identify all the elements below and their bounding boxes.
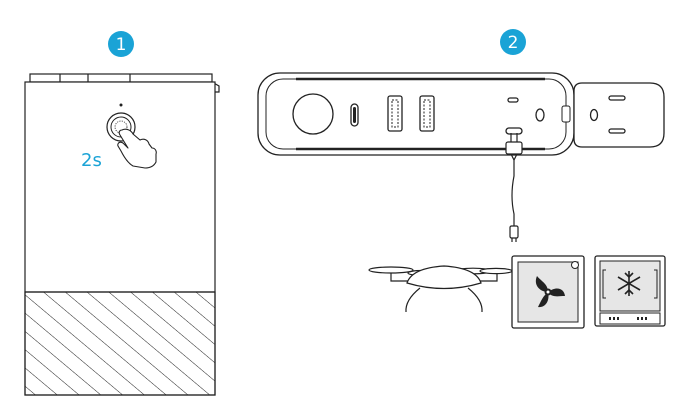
dc-input-port: [535, 108, 545, 122]
snowflake-icon: [617, 271, 641, 296]
indicator-slot: [507, 97, 519, 103]
step-2-number: 2: [508, 33, 519, 53]
power-station-top: [257, 72, 575, 156]
ac-outlet-slot-1: [608, 95, 626, 101]
top-power-button: [292, 93, 334, 135]
step-2-badge: 2: [500, 29, 526, 55]
ac-outlet-slot-2: [608, 128, 626, 134]
hatched-base: [24, 291, 216, 396]
usb-a-port-2: [419, 95, 435, 132]
ac-plug-icon: [505, 133, 523, 242]
drone-icon: [368, 265, 513, 313]
ac-outlet-module: [573, 82, 665, 148]
press-duration-label: 2s: [81, 150, 102, 171]
step-1-number: 1: [116, 35, 127, 55]
step-1-badge: 1: [108, 31, 134, 57]
cable: [511, 160, 515, 226]
mini-fridge-icon: [594, 255, 666, 327]
ac-socket-slot: [505, 127, 523, 135]
usb-a-port-1: [387, 95, 403, 132]
top-handle: [29, 73, 213, 83]
hand-press-icon: [117, 128, 157, 169]
ac-outlet-ground: [589, 108, 599, 122]
fan-icon: [511, 255, 585, 329]
